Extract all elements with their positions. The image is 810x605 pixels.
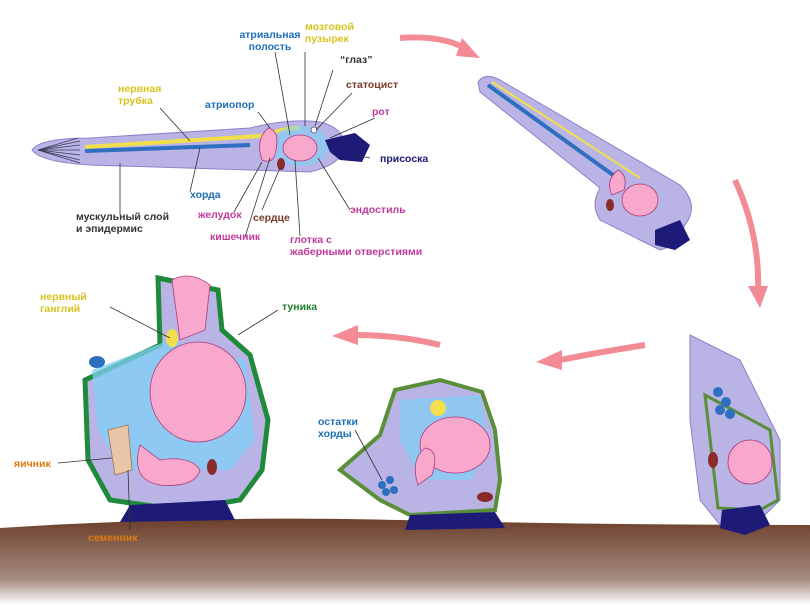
label-notochord: хорда (190, 189, 221, 201)
adult-ascidian-figure (82, 274, 271, 522)
larva-sucker (325, 133, 370, 162)
settling-larva-sucker (655, 220, 690, 250)
larva-statocyst (310, 126, 318, 134)
settling-larva-stomach (609, 169, 626, 196)
label-mouth: рот (372, 106, 390, 118)
upright-juvenile-figure (689, 334, 781, 535)
label-atriopore: атриопор (205, 99, 254, 111)
upright-juvenile-sucker (720, 505, 770, 535)
larva-figure (31, 120, 370, 173)
label-sucker: присоска (380, 153, 428, 165)
label-intestine: кишечник (210, 231, 261, 243)
juvenile-stomach (414, 447, 436, 486)
label-eye: “глаз” (340, 54, 372, 66)
juvenile-base (405, 512, 505, 530)
adult-leader-lines (57, 306, 383, 531)
label-endostyle: эндостиль (350, 204, 406, 216)
label-ovary: яичник (14, 458, 51, 470)
adult-nerve-ganglion (166, 329, 178, 347)
adult-atrial-siphon (89, 356, 105, 368)
upright-juvenile-tunic (703, 392, 780, 512)
adult-siphon (171, 275, 211, 341)
adult-ovary (107, 424, 133, 476)
adult-base (120, 500, 235, 522)
process-arrows (332, 34, 768, 370)
adult-pharynx (149, 341, 247, 443)
label-heart: сердце (253, 212, 290, 224)
larva-pharynx (282, 134, 318, 162)
upright-juvenile-body (689, 334, 781, 526)
settling-larva-nerve (491, 81, 641, 179)
adult-heart (207, 459, 217, 475)
larva-tail-fin-rays (37, 137, 81, 164)
upright-juvenile-heart (708, 452, 718, 468)
adult-intestine (137, 444, 201, 486)
juvenile-heart (477, 492, 493, 502)
larva-notochord (84, 143, 251, 153)
settling-larva-heart (606, 199, 614, 211)
settling-larva-pharynx (621, 183, 659, 217)
label-stomach: желудок (197, 209, 242, 221)
juvenile-ganglion (430, 400, 446, 416)
juvenile-pharynx (419, 416, 491, 474)
juvenile-figure (336, 377, 505, 530)
larva-heart (277, 158, 285, 170)
upright-juvenile-pharynx (727, 439, 773, 485)
label-statocyst: статоцист (346, 79, 398, 91)
juvenile-notochord-remains (378, 476, 398, 496)
seabed-ground (0, 518, 810, 605)
label-tunic: туника (282, 301, 317, 313)
settling-larva-figure (477, 76, 692, 251)
label-testis: семенник (88, 532, 138, 544)
larva-leader-lines (119, 51, 376, 238)
upright-juvenile-notochord-remains (713, 387, 735, 419)
settling-larva-notochord (486, 83, 622, 182)
larva-stomach (259, 127, 278, 162)
